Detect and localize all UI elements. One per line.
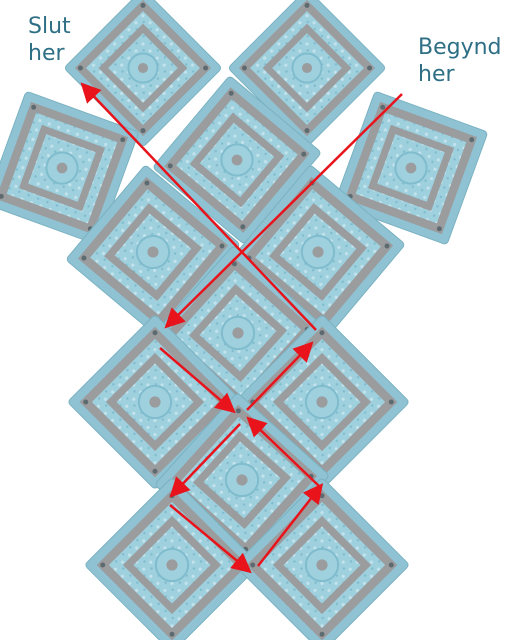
end-here-line1: Slut xyxy=(28,13,71,40)
start-here-line2: her xyxy=(418,61,502,88)
end-here-label: Slut her xyxy=(28,13,71,67)
start-here-label: Begynd her xyxy=(418,34,502,88)
granny-squares xyxy=(0,0,488,640)
start-here-line1: Begynd xyxy=(418,34,502,61)
end-here-line2: her xyxy=(28,40,71,67)
